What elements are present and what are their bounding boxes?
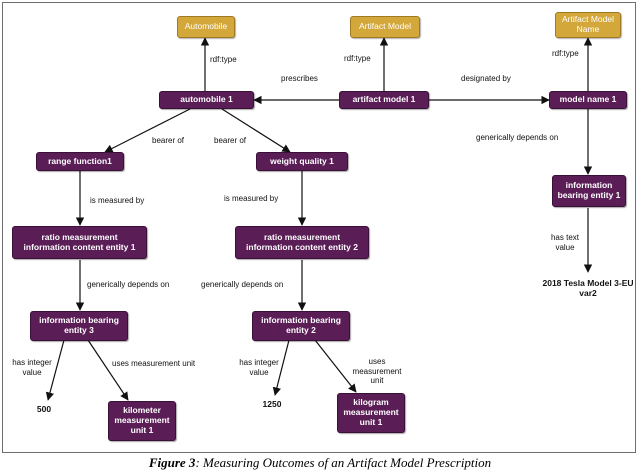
edge-label-generically-depends-on-3: generically depends on — [201, 280, 284, 289]
artifact-model-class-label: Artifact Model — [359, 21, 411, 32]
value-1250-literal: 1250 — [252, 398, 292, 412]
edge-label-bearer-of-2: bearer of — [214, 136, 247, 145]
weight-quality-1-label: weight quality 1 — [270, 155, 334, 166]
automobile-1-label: automobile 1 — [180, 94, 233, 105]
tesla-model-literal-text: 2018 Tesla Model 3-EU var2 — [542, 278, 634, 298]
edge-bearer-of-weight — [221, 108, 291, 153]
model-name-1-node: model name 1 — [549, 91, 627, 109]
tesla-model-literal: 2018 Tesla Model 3-EU var2 — [542, 276, 634, 302]
edge-label-generically-depends-on-1: generically depends on — [476, 133, 559, 142]
edge-label-prescribes: prescribes — [281, 74, 318, 83]
weight-quality-1-node: weight quality 1 — [256, 152, 348, 171]
edge-label-has-text-value: has text value — [550, 233, 579, 252]
information-bearing-entity-1-node: information bearing entity 1 — [552, 175, 626, 207]
edge-label-is-measured-by-1: is measured by — [90, 196, 145, 205]
kilogram-unit-label: kilogram measurement unit 1 — [343, 397, 399, 427]
artifact-model-name-class-label: Artifact Model Name — [562, 14, 614, 34]
edge-bearer-of-range — [104, 108, 191, 153]
edge-label-has-integer-value-1: has integer value — [12, 358, 52, 377]
automobile-class-node: Automobile — [177, 16, 235, 38]
ratio-mice-1-node: ratio measurement information content en… — [12, 226, 147, 259]
artifact-model-name-class-node: Artifact Model Name — [555, 12, 621, 38]
artifact-model-class-node: Artifact Model — [350, 16, 420, 38]
range-function-1-label: range function1 — [48, 155, 112, 166]
edge-label-rdf-type-artifact-model: rdf:type — [344, 54, 371, 63]
artifact-model-1-label: artifact model 1 — [352, 94, 416, 105]
information-bearing-entity-1-label: information bearing entity 1 — [557, 180, 621, 200]
edge-label-rdf-type-model-name: rdf:type — [552, 49, 579, 58]
model-name-1-label: model name 1 — [559, 94, 617, 105]
value-500-literal: 500 — [26, 403, 62, 417]
figure-caption-number: Figure 3 — [148, 455, 196, 470]
edge-uses-measurement-unit-2 — [314, 339, 357, 393]
ratio-mice-2-label: ratio measurement information content en… — [246, 231, 358, 252]
kilogram-unit-node: kilogram measurement unit 1 — [337, 393, 405, 433]
value-500-text: 500 — [36, 404, 52, 415]
automobile-1-node: automobile 1 — [159, 91, 254, 109]
edge-has-integer-value-2 — [272, 339, 290, 396]
edge-label-uses-measurement-unit-1: uses measurement unit — [112, 359, 196, 368]
information-bearing-entity-2-node: information bearing entity 2 — [252, 311, 350, 341]
edge-label-generically-depends-on-2: generically depends on — [87, 280, 170, 289]
automobile-class-label: Automobile — [184, 21, 228, 32]
figure-caption: Figure 3: Measuring Outcomes of an Artif… — [0, 455, 640, 471]
edge-uses-measurement-unit-1 — [87, 339, 129, 401]
information-bearing-entity-2-label: information bearing entity 2 — [261, 315, 341, 335]
range-function-1-node: range function1 — [36, 152, 124, 171]
edge-has-integer-value-1 — [45, 339, 65, 401]
kilometer-unit-node: kilometer measurement unit 1 — [108, 401, 176, 441]
artifact-model-1-node: artifact model 1 — [339, 91, 429, 109]
kilometer-unit-label: kilometer measurement unit 1 — [114, 405, 170, 435]
information-bearing-entity-3-node: information bearing entity 3 — [30, 311, 128, 341]
edge-label-has-integer-value-2: has integer value — [239, 358, 279, 377]
value-1250-text: 1250 — [262, 399, 282, 410]
ratio-mice-1-label: ratio measurement information content en… — [23, 231, 136, 252]
information-bearing-entity-3-label: information bearing entity 3 — [39, 315, 119, 335]
edge-label-rdf-type-automobile: rdf:type — [210, 55, 237, 64]
edge-label-is-measured-by-2: is measured by — [224, 194, 279, 203]
figure-caption-text: : Measuring Outcomes of an Artifact Mode… — [195, 455, 492, 470]
ratio-mice-2-node: ratio measurement information content en… — [235, 226, 369, 259]
edge-label-designated-by: designated by — [461, 74, 511, 83]
edge-label-bearer-of-1: bearer of — [152, 136, 185, 145]
edge-label-uses-measurement-unit-2: uses measurement unit — [352, 357, 402, 386]
